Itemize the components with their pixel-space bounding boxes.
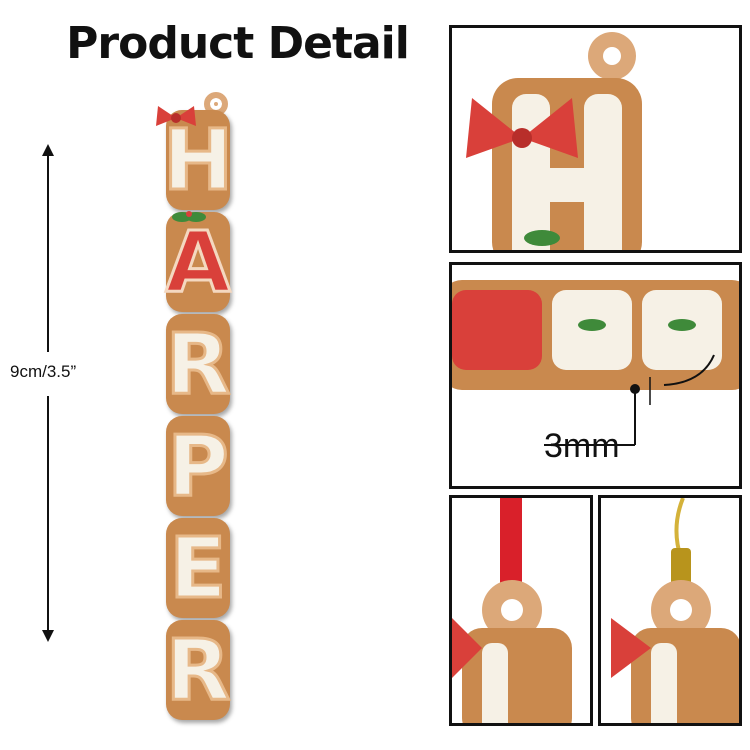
ornament-letter: A <box>164 212 232 312</box>
arrow-up-icon <box>42 144 54 156</box>
ornament-letter: H <box>161 110 235 210</box>
arrow-down-icon <box>42 630 54 642</box>
ornament-letter: R <box>164 620 232 720</box>
ornament-letter: P <box>166 416 230 516</box>
ornament-letter: E <box>166 518 230 618</box>
ornament-letter: R <box>164 314 232 414</box>
holly-icon <box>172 211 206 222</box>
detail-top-closeup <box>449 25 742 253</box>
gold-string-hanger-closeup <box>598 495 742 726</box>
ribbon-hanger-closeup <box>449 495 593 726</box>
page-title: Product Detail <box>66 18 410 69</box>
thickness-closeup: 3mm <box>449 262 742 489</box>
red-bow-icon <box>156 106 196 126</box>
name-ornament: H A R P E R <box>156 92 238 724</box>
thickness-label: 3mm <box>544 427 620 465</box>
dimension-label: 9cm/3.5” <box>10 362 77 381</box>
